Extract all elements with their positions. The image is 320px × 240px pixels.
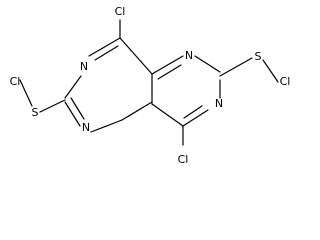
bond-double-right-upper [157,64,182,80]
molecule-diagram: Cl Cl Cl Cl S S N N N N [10,5,291,166]
bond-s-left-cl-left [19,79,33,107]
atom-n-bottom-right: N [215,97,223,110]
bond-double-left-upper [94,45,119,61]
atom-s-left: S [32,106,39,119]
atom-cl-right: Cl [280,75,291,88]
atom-n-top-left: N [80,60,88,73]
bond-c8-n-top-left [88,37,121,57]
bond-c8a-c8 [119,37,153,75]
atom-cl-bottom: Cl [178,153,189,166]
bond-c8a-n-top-right [151,55,184,75]
bond-c7-s-left [39,99,66,113]
bond-n-top-right-c2 [194,55,221,73]
bond-s-right-cl-right [262,59,279,83]
atom-n-bottom-left: N [82,121,90,134]
bond-c7-n-bottom-left [64,101,81,127]
atom-cl-left: Cl [10,75,21,88]
bond-c4-c4a [151,103,184,127]
bond-n-bottom-left-c4a [90,119,123,133]
atom-n-top-right: N [185,49,193,62]
bond-n-top-left-c7 [64,75,82,99]
bond-double-left-lower [70,97,85,120]
structure-canvas: Cl Cl Cl Cl S S N N N N [9,5,291,166]
atom-label-layer: Cl Cl Cl Cl S S N N N N [10,5,291,166]
bond-double-right-lower [183,105,203,119]
bond-c4a-c8a [121,101,153,121]
atom-s-right: S [255,50,262,63]
bond-n-bottom-right-c4 [182,109,209,127]
atom-cl-top: Cl [115,5,126,18]
bond-c2-s-right [219,57,253,77]
bond-layer [19,19,279,146]
